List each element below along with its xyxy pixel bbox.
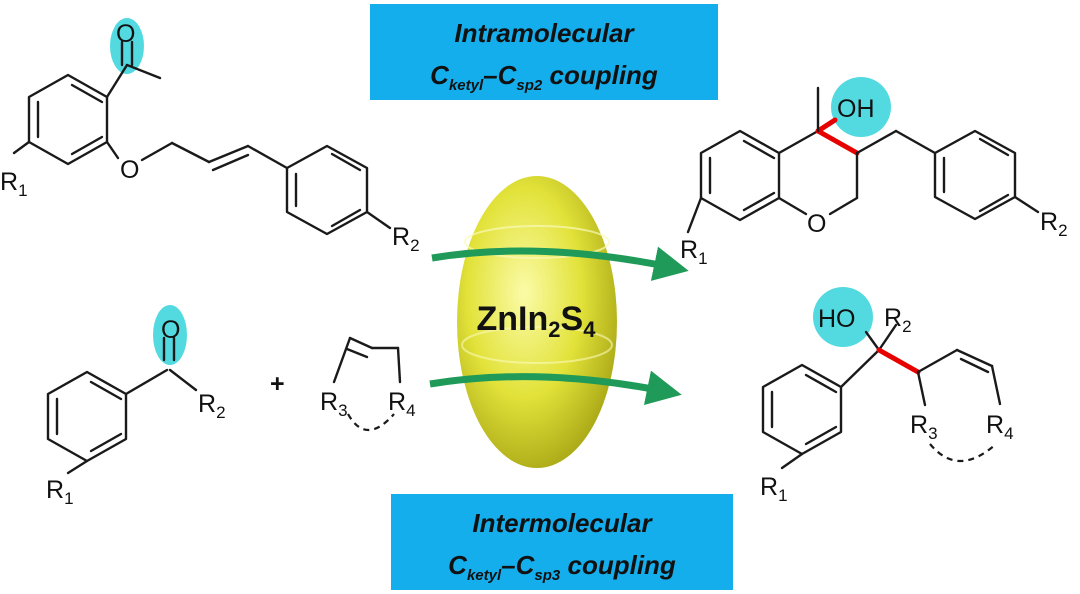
- r2-label: R2: [392, 223, 420, 255]
- p2-r4-label: R4: [986, 411, 1014, 443]
- ketone-oxygen: O: [116, 20, 135, 48]
- benzene-ring-2: [285, 144, 369, 236]
- arrow-bottom: [429, 370, 682, 405]
- ketone-highlight: [110, 18, 144, 74]
- benzene-ring-4: [761, 363, 843, 456]
- r4-label: R4: [388, 388, 416, 420]
- product-2: HO R2 R3 R4 R1: [760, 287, 1014, 505]
- p2-r3-label: R3: [910, 411, 938, 443]
- p1-r2-label: R2: [1040, 208, 1068, 240]
- benzene-ring-1: [27, 73, 109, 166]
- alkene: R3 R4: [320, 336, 416, 431]
- ho-highlight: [813, 287, 873, 347]
- ketone2-oxygen: O: [161, 316, 180, 344]
- catalyst-formula: ZnIn2S4: [477, 300, 597, 342]
- reactant-1: O O R1 R2: [0, 18, 420, 255]
- r2b-label: R2: [198, 390, 226, 422]
- ketone2-highlight: [153, 305, 187, 365]
- reactant-2: O R2 R1 +: [46, 305, 285, 508]
- box-top-line1: Intramolecular: [454, 18, 635, 48]
- arrow-top: [431, 246, 689, 281]
- ether-oxygen: O: [120, 156, 139, 184]
- r1-label: R1: [0, 168, 28, 200]
- product-1: OH O R1 R2: [680, 77, 1068, 268]
- hydroxyl-label: OH: [837, 95, 875, 123]
- benzyl-ring: [933, 129, 1017, 221]
- p2-r1-label: R1: [760, 473, 788, 505]
- intermolecular-box: Intermolecular Cketyl–Csp3 coupling: [391, 494, 733, 590]
- oh-highlight: [831, 77, 891, 137]
- plus-sign: +: [270, 370, 285, 398]
- box-top-line2: Cketyl–Csp2 coupling: [430, 60, 658, 94]
- intramolecular-box: Intramolecular Cketyl–Csp2 coupling: [370, 4, 718, 100]
- r1b-label: R1: [46, 476, 74, 508]
- box-bottom-line1: Intermolecular: [472, 508, 653, 538]
- p1-r1-label: R1: [680, 236, 708, 268]
- ring-oxygen: O: [807, 210, 826, 238]
- p2-r2-label: R2: [884, 304, 912, 336]
- p2-hydroxyl-label: HO: [818, 305, 856, 333]
- r3-label: R3: [320, 388, 348, 420]
- benzo-ring: [699, 129, 781, 222]
- benzene-ring-3: [46, 370, 128, 463]
- catalyst: ZnIn2S4: [457, 176, 617, 468]
- box-bottom-line2: Cketyl–Csp3 coupling: [448, 550, 676, 584]
